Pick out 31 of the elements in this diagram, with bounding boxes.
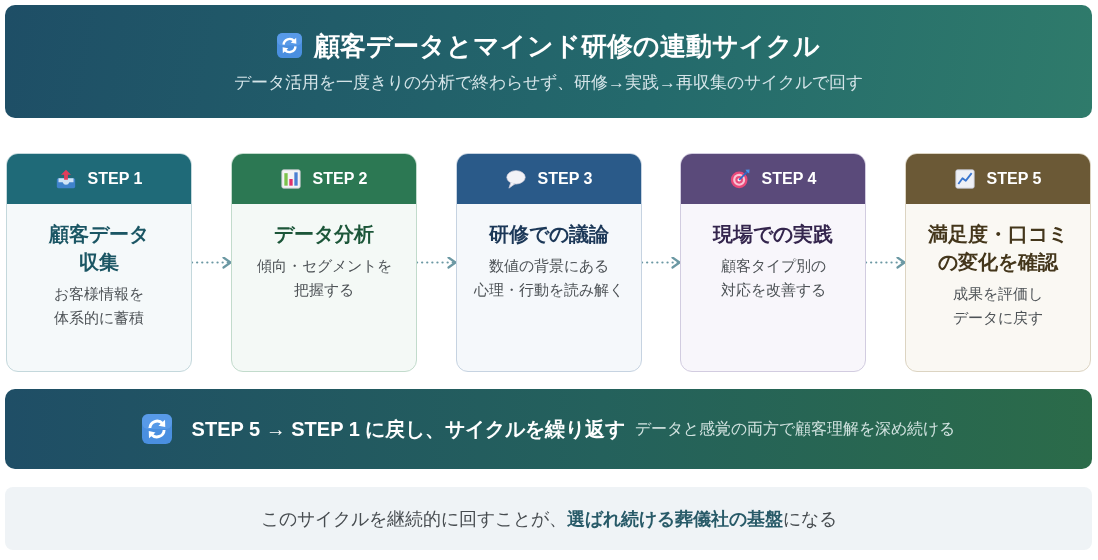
step-title: 顧客データ収集 xyxy=(47,222,150,275)
cycle-note: データと感覚の両方で顧客理解を深め続ける xyxy=(635,419,956,439)
cycle-banner xyxy=(5,389,1092,469)
step-description: お客様情報を体系的に蓄積 xyxy=(53,285,145,328)
step-title: データ分析 xyxy=(273,222,375,247)
step-card xyxy=(680,153,866,372)
step-label: STEP 3 xyxy=(537,169,593,189)
step-label: STEP 2 xyxy=(312,169,368,189)
step-description: 顧客タイプ別の対応を改善する xyxy=(719,257,827,300)
step-card xyxy=(905,153,1091,372)
step-label: STEP 4 xyxy=(761,169,817,189)
subtitle: データ活用を一度きりの分析で終わらせず、研修→実践→再収集のサイクルで回す xyxy=(234,71,863,94)
title-heading: 顧客データとマインド研修の連動サイクル xyxy=(314,29,820,62)
step-description: 傾向・セグメントを把握する xyxy=(255,257,393,300)
cycle-heading: STEP 5 → STEP 1 に戻し、サイクルを繰り返す xyxy=(191,417,626,442)
step-title: 満足度・口コミの変化を確認 xyxy=(927,222,1069,275)
step-title: 現場での実践 xyxy=(711,222,834,247)
step-card xyxy=(231,153,417,372)
header-banner xyxy=(5,5,1092,118)
step-card xyxy=(456,153,642,372)
step-card xyxy=(6,153,192,372)
step-label: STEP 1 xyxy=(87,169,143,189)
step-label: STEP 5 xyxy=(986,169,1042,189)
dotted-arrow xyxy=(190,256,233,269)
dotted-arrow xyxy=(640,256,682,269)
summary-note: このサイクルを継続的に回すことが、選ばれ続ける葬儀社の基盤になる xyxy=(260,507,837,531)
dotted-arrow xyxy=(415,256,458,269)
step-title: 研修での議論 xyxy=(488,222,610,247)
step-description: 数値の背景にある心理・行動を読み解く xyxy=(473,257,625,300)
step-description: 成果を評価しデータに戻す xyxy=(952,285,1044,328)
dotted-arrow xyxy=(864,256,907,269)
